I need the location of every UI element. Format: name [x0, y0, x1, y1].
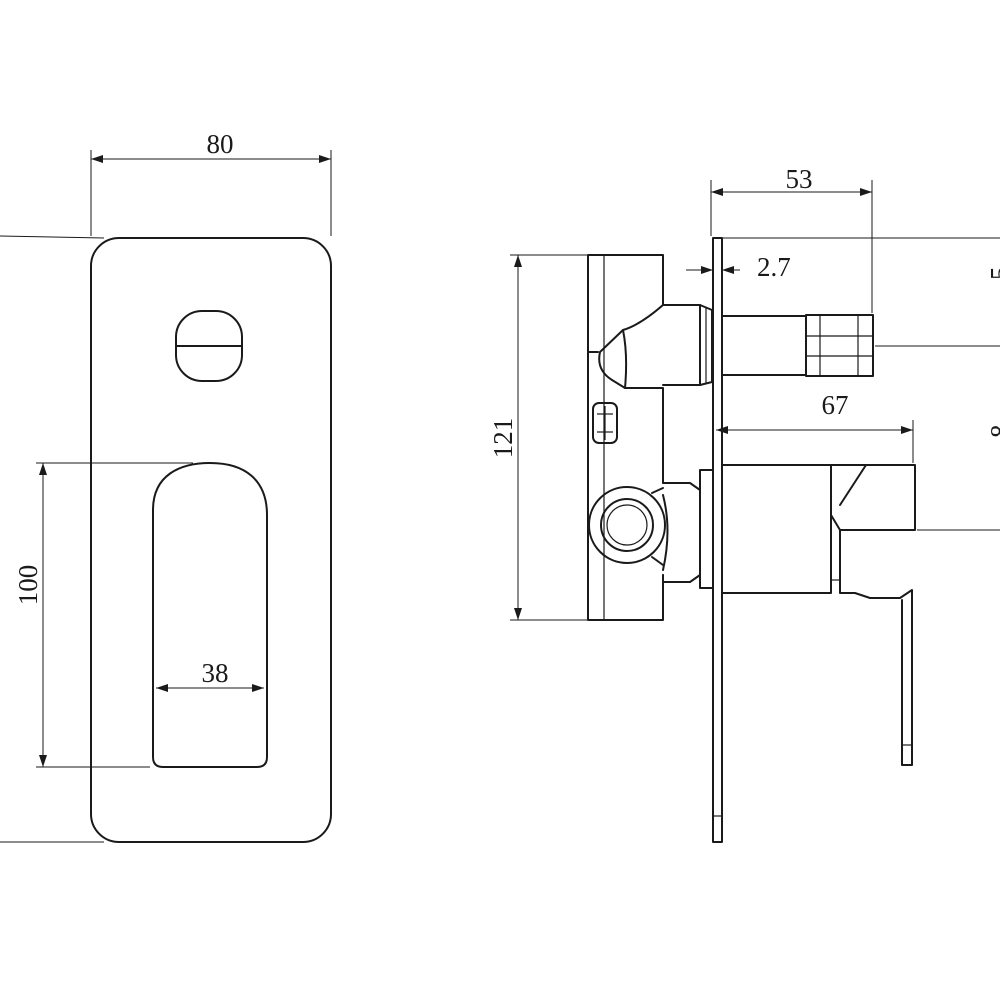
front-view: 80 38 100	[0, 129, 332, 843]
dim-right-clipped-top-label: 5	[985, 267, 1000, 281]
handle-slot	[152, 462, 268, 768]
dim-handle-width: 38	[156, 658, 264, 692]
dim-body-height: 121	[488, 254, 587, 621]
dim-plate-width-label: 80	[207, 129, 234, 159]
dim-handle-height-label: 100	[13, 565, 43, 606]
dim-lever-projection-label: 67	[822, 390, 849, 420]
lever-handle	[830, 464, 916, 766]
dim-right-clipped: 5 8	[722, 237, 1000, 531]
dim-diverter-projection: 53	[710, 164, 873, 313]
cover-plate	[90, 237, 332, 843]
dim-body-height-label: 121	[488, 418, 518, 459]
inlet-port	[588, 486, 666, 566]
dim-right-clipped-bottom-label: 8	[985, 425, 1000, 439]
dim-plate-thickness-label: 2.7	[757, 252, 791, 282]
mixer-body	[662, 464, 832, 594]
diverter-stem	[721, 314, 874, 377]
dim-lever-projection: 67	[716, 390, 914, 463]
dim-handle-width-label: 38	[202, 658, 229, 688]
side-view	[587, 237, 916, 843]
inlet-nut	[592, 402, 618, 444]
dim-plate-height-extensions	[0, 235, 105, 843]
side-wall-plate	[712, 237, 723, 843]
dim-plate-width: 80	[90, 129, 332, 236]
dim-plate-thickness: 2.7	[686, 252, 791, 282]
upper-outlet-body	[598, 295, 664, 484]
dim-diverter-projection-label: 53	[786, 164, 813, 194]
mounting-bracket	[587, 254, 664, 621]
dim-handle-height: 100	[13, 462, 193, 768]
